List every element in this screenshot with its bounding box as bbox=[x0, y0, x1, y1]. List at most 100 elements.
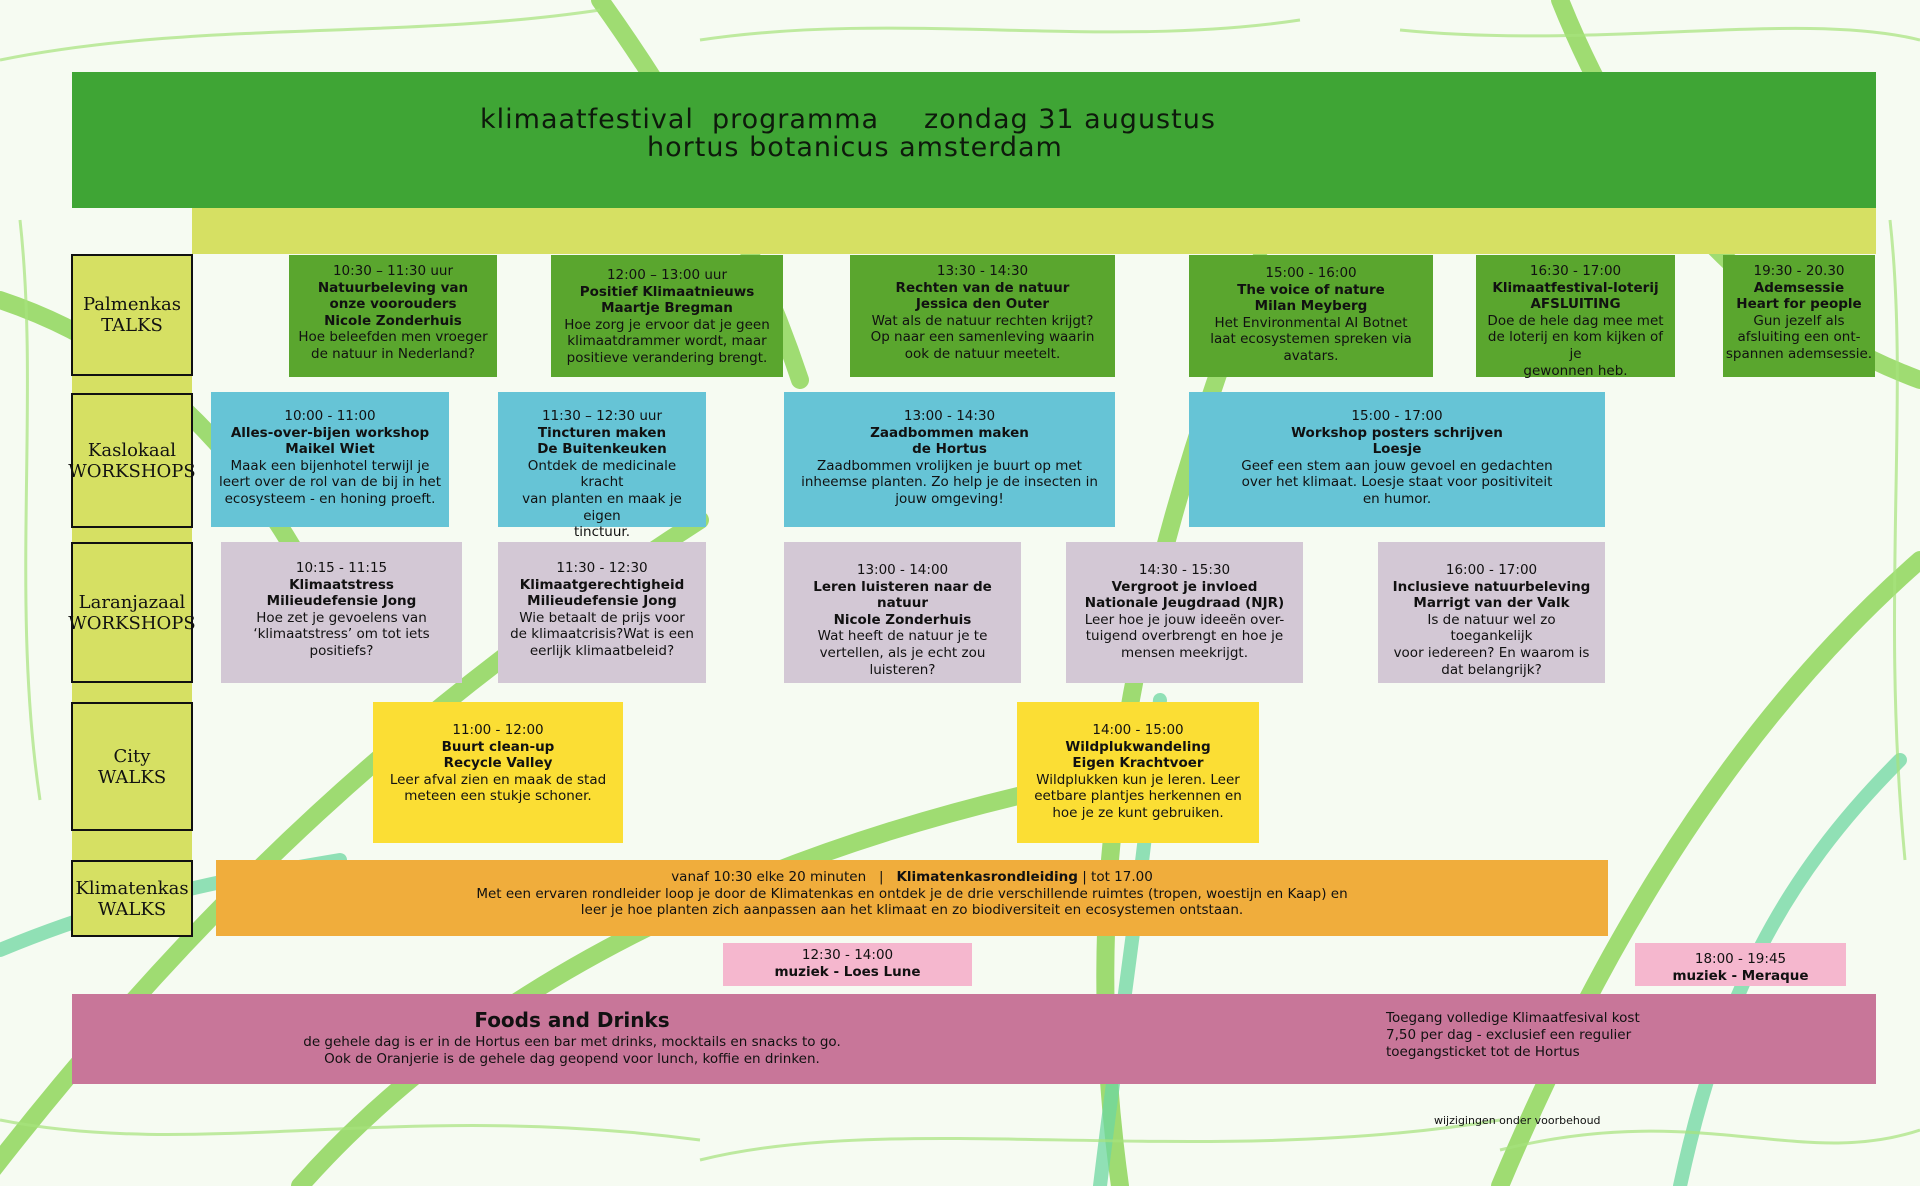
foods-description: de gehele dag is er in de Hortus een bar… bbox=[303, 1034, 841, 1050]
event-description: positiefs? bbox=[309, 642, 374, 659]
event-time: 11:30 - 12:30 bbox=[556, 560, 648, 576]
event-description: spannen ademsessie. bbox=[1725, 345, 1873, 362]
row-label-laranjazaal-workshops: Laranjazaal WORKSHOPS bbox=[68, 542, 196, 683]
event-speaker: Maartje Bregman bbox=[601, 300, 733, 317]
event-time: 14:00 - 15:00 bbox=[1092, 722, 1184, 738]
workshop-card: 10:15 - 11:15 Klimaatstress Milieudefens… bbox=[221, 542, 462, 683]
event-description: tuigend overbrengt en hoe je bbox=[1085, 628, 1284, 645]
event-title: Natuurbeleving van bbox=[317, 279, 469, 296]
venue-name: hortus botanicus amsterdam bbox=[647, 132, 1063, 163]
event-description: Is de natuur wel zo toegankelijk bbox=[1427, 611, 1556, 645]
event-time: 15:00 - 17:00 bbox=[1351, 408, 1443, 424]
row-label-venue: City bbox=[113, 745, 151, 767]
event-description: Maak een bijenhotel terwijl je bbox=[230, 457, 430, 474]
disclaimer: wijzigingen onder voorbehoud bbox=[1434, 1114, 1601, 1127]
event-description: de klimaatcrisis?Wat is een bbox=[510, 626, 694, 643]
event-title: Klimaatfestival-loterij bbox=[1492, 279, 1659, 296]
event-speaker: Eigen Krachtvoer bbox=[1072, 755, 1204, 772]
event-speaker: Loesje bbox=[1372, 441, 1422, 458]
event-time: 18:00 - 19:45 bbox=[1694, 951, 1787, 967]
workshop-card: 10:00 - 11:00 Alles-over-bijen workshop … bbox=[211, 392, 449, 527]
event-title: AFSLUITING bbox=[1530, 296, 1621, 313]
tour-end-time: | tot 17.00 bbox=[1082, 869, 1153, 885]
event-description: meteen een stukje schoner. bbox=[404, 788, 592, 805]
header-banner: klimaatfestival programma zondag 31 augu… bbox=[72, 72, 1876, 208]
event-title: Workshop posters schrijven bbox=[1291, 424, 1503, 441]
event-description: eerlijk klimaatbeleid? bbox=[529, 642, 675, 659]
event-speaker: Milieudefensie Jong bbox=[527, 593, 677, 610]
tour-description: leer je hoe planten zich aanpassen aan h… bbox=[580, 902, 1244, 919]
event-description: de natuur in Nederland? bbox=[311, 345, 475, 362]
row-label-type: WALKS bbox=[97, 898, 167, 920]
event-time: 16:00 - 17:00 bbox=[1445, 562, 1538, 578]
row-label-type: WALKS bbox=[97, 766, 167, 788]
music-card: 18:00 - 19:45 muziek - Meraque bbox=[1635, 943, 1846, 986]
event-description: van planten en maak je eigen bbox=[522, 490, 682, 524]
workshop-card: 14:30 - 15:30 Vergroot je invloed Nation… bbox=[1066, 542, 1303, 683]
tour-start-time: vanaf 10:30 elke 20 minuten bbox=[671, 869, 867, 885]
event-description: en humor. bbox=[1362, 490, 1432, 507]
admission-note-line: 7,50 per dag - exclusief een regulier bbox=[1386, 1027, 1632, 1043]
event-speaker: de Hortus bbox=[912, 441, 987, 458]
event-time: 15:00 - 16:00 bbox=[1265, 265, 1357, 281]
event-title: Buurt clean-up bbox=[441, 738, 555, 755]
event-speaker: Milieudefensie Jong bbox=[266, 593, 417, 610]
event-description: Wildplukken kun je leren. Leer bbox=[1036, 771, 1240, 788]
event-description: Ontdek de medicinale kracht bbox=[527, 457, 677, 491]
event-description: positieve verandering brengt. bbox=[566, 349, 768, 366]
event-time: 13:00 - 14:30 bbox=[903, 408, 996, 424]
event-description: Wat als de natuur rechten krijgt? bbox=[871, 312, 1094, 329]
event-title: Wildplukwandeling bbox=[1065, 738, 1211, 755]
talk-card: 16:30 - 17:00 Klimaatfestival-loterij AF… bbox=[1476, 255, 1675, 379]
event-time: 10:30 – 11:30 uur bbox=[332, 263, 454, 279]
row-label-venue: Palmenkas bbox=[83, 294, 181, 315]
event-description: klimaatdrammer wordt, maar bbox=[567, 333, 767, 350]
event-description: Op naar een samenleving waarin bbox=[870, 329, 1095, 346]
talk-card: 13:30 - 14:30 Rechten van de natuur Jess… bbox=[850, 255, 1115, 377]
event-speaker: Jessica den Outer bbox=[915, 296, 1050, 313]
event-description: Wie betaalt de prijs voor bbox=[519, 609, 685, 626]
event-title: The voice of nature bbox=[1237, 281, 1385, 298]
tour-separator: | bbox=[879, 869, 884, 885]
event-title: onze voorouders bbox=[329, 296, 457, 313]
event-speaker: Nationale Jeugdraad (NJR) bbox=[1084, 595, 1285, 612]
tour-description: Met een ervaren rondleider loop je door … bbox=[476, 885, 1348, 902]
festival-title: klimaatfestival bbox=[480, 104, 694, 135]
row-label-type: TALKS bbox=[101, 315, 163, 336]
event-description: avatars. bbox=[1283, 347, 1339, 364]
event-time: 12:00 – 13:00 uur bbox=[606, 267, 728, 283]
header-subbar bbox=[192, 208, 1876, 254]
event-time: 14:30 - 15:30 bbox=[1138, 562, 1231, 578]
event-title: Vergroot je invloed bbox=[1111, 578, 1258, 595]
event-description: inheemse planten. Zo help je de insecten… bbox=[801, 474, 1098, 491]
event-description: Geef een stem aan jouw gevoel en gedacht… bbox=[1241, 457, 1553, 474]
foods-and-drinks-banner: Foods and Drinks de gehele dag is er in … bbox=[72, 994, 1876, 1084]
event-speaker: Recycle Valley bbox=[443, 755, 553, 772]
event-time: 10:00 - 11:00 bbox=[284, 408, 376, 424]
program-title: programma bbox=[712, 104, 880, 135]
event-description: gewonnen heb. bbox=[1523, 362, 1628, 379]
event-description: vertellen, als je echt zou bbox=[819, 644, 986, 661]
event-description: Zaadbommen vrolijken je buurt op met bbox=[817, 457, 1082, 474]
event-speaker: De Buitenkeuken bbox=[537, 441, 667, 458]
event-description: dat belangrijk? bbox=[1441, 661, 1542, 678]
event-description: over het klimaat. Loesje staat voor posi… bbox=[1241, 474, 1553, 491]
workshop-card: 13:00 - 14:30 Zaadbommen maken de Hortus… bbox=[784, 392, 1115, 527]
row-label-type: WORKSHOPS bbox=[68, 612, 196, 634]
event-speaker: Nicole Zonderhuis bbox=[324, 312, 462, 329]
event-description: Gun jezelf als bbox=[1753, 312, 1845, 329]
admission-note: Toegang volledige Klimaatfesival kost 7,… bbox=[1386, 1010, 1646, 1061]
event-speaker: Nicole Zonderhuis bbox=[833, 611, 972, 628]
row-label-kaslokaal-workshops: Kaslokaal WORKSHOPS bbox=[68, 393, 196, 528]
event-time: 12:30 - 14:00 bbox=[801, 947, 894, 963]
event-description: ecosysteem - en honing proeft. bbox=[224, 490, 436, 507]
event-description: Hoe zet je gevoelens van bbox=[256, 609, 427, 626]
event-time: 19:30 - 20.30 bbox=[1753, 263, 1845, 279]
event-description: Het Environmental AI Botnet bbox=[1214, 314, 1408, 331]
event-description: ook de natuur meetelt. bbox=[904, 345, 1061, 362]
event-description: Leer afval zien en maak de stad bbox=[389, 771, 607, 788]
event-title: Ademsessie bbox=[1753, 279, 1845, 296]
workshop-card: 11:30 – 12:30 uur Tincturen maken De Bui… bbox=[498, 392, 706, 540]
workshop-card: 16:00 - 17:00 Inclusieve natuurbeleving … bbox=[1378, 542, 1605, 683]
event-speaker: Marrigt van der Valk bbox=[1413, 595, 1570, 612]
